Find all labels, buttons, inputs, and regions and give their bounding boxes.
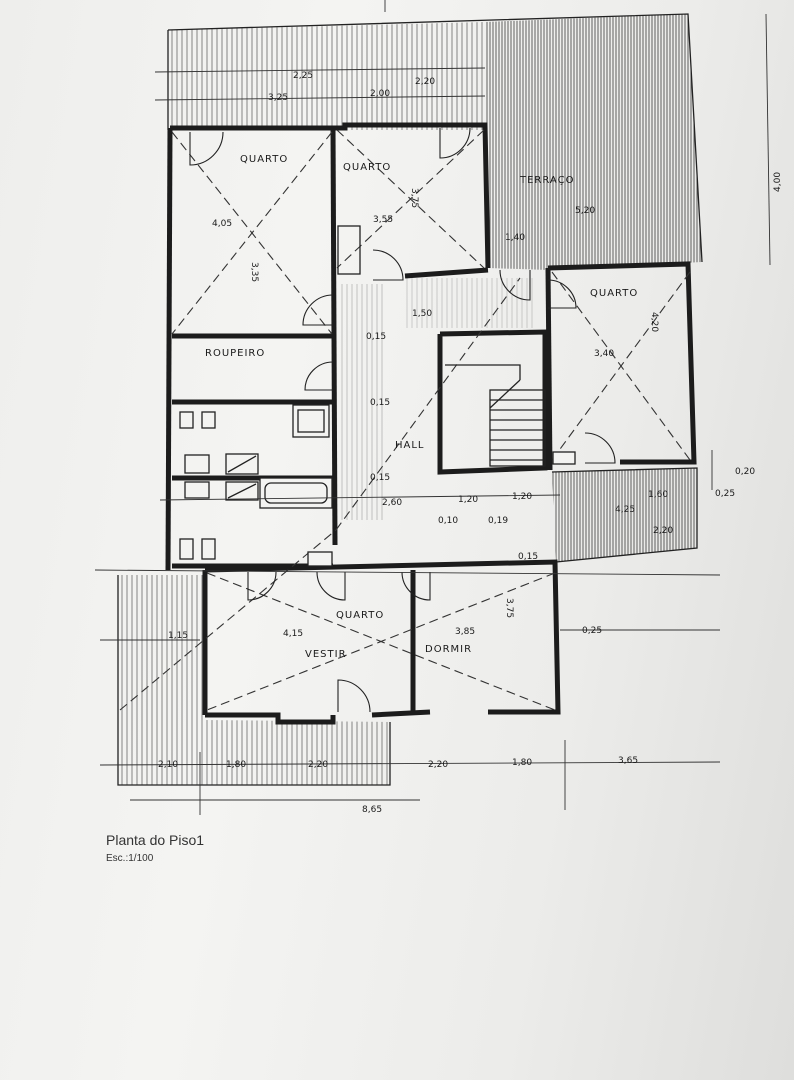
dim-value: 3,25: [268, 93, 288, 103]
dim-value: 4,15: [283, 629, 303, 639]
room-label-terraco: TERRAÇO: [519, 175, 574, 186]
dim-value: 1,50: [412, 309, 432, 319]
dim-value: 0,20: [735, 467, 755, 477]
dim-value: 0,25: [582, 626, 602, 636]
dim-value: 3,75: [504, 598, 514, 618]
dim-value: 2,60: [382, 498, 402, 508]
room-labels: QUARTO QUARTO TERRAÇO QUARTO ROUPEIRO HA…: [205, 154, 638, 660]
dim-value: 3,75: [409, 188, 419, 208]
dim-value: 1,60: [648, 490, 668, 500]
dim-value: 0,15: [370, 398, 390, 408]
dim-value: 4,00: [773, 172, 783, 192]
dim-value: 3,65: [618, 756, 638, 766]
bathroom-fixtures: [179, 404, 576, 567]
dim-value: 3,35: [249, 262, 259, 282]
dim-value: 0,15: [518, 552, 538, 562]
dim-value: 2,20: [415, 77, 435, 87]
plan-scale: Esc.:1/100: [106, 853, 154, 864]
walls: [165, 122, 697, 725]
dim-value: 2,10: [158, 760, 178, 770]
dim-value: 2,20: [653, 526, 673, 536]
dim-value: 0,15: [366, 332, 386, 342]
stairs: [445, 364, 546, 467]
room-label-hall: HALL: [395, 440, 425, 451]
room-label-quarto-nw: QUARTO: [240, 154, 288, 165]
dimension-values: 2,25 3,25 2,00 2,20 4,00 4,05 3,35 3,55 …: [158, 71, 783, 815]
dimension-lines: [94, 0, 771, 815]
dim-value: 1,80: [512, 758, 532, 768]
room-label-roupeiro: ROUPEIRO: [205, 348, 265, 359]
room-label-quarto-n: QUARTO: [343, 162, 391, 173]
dim-value: 2,20: [308, 760, 328, 770]
dim-value: 0,15: [370, 473, 390, 483]
dim-value: 2,20: [428, 760, 448, 770]
dim-value: 5,20: [575, 206, 595, 216]
room-diagonals: [119, 129, 691, 711]
dim-value: 1,80: [226, 760, 246, 770]
dim-value: 0,19: [488, 516, 508, 526]
room-label-quarto-s: QUARTO: [336, 610, 384, 621]
hall-corridor: [338, 278, 535, 520]
room-label-vestir: VESTIR: [305, 649, 347, 660]
dim-value: 0,25: [715, 489, 735, 499]
dim-value: 4,05: [212, 219, 232, 229]
terrace-south: [117, 575, 391, 786]
dim-value: 3,55: [373, 215, 393, 225]
dim-value: 1,15: [168, 631, 188, 641]
dim-value: 2,00: [370, 89, 390, 99]
dim-value: 2,25: [293, 71, 313, 81]
dim-value: 1,20: [458, 495, 478, 505]
room-label-quarto-e: QUARTO: [590, 288, 638, 299]
dim-value: 0,10: [438, 516, 458, 526]
dim-value: 4,20: [649, 312, 659, 332]
room-label-dormir: DORMIR: [425, 644, 472, 655]
dim-value: 3,40: [594, 349, 614, 359]
plan-title: Planta do Piso1: [106, 832, 205, 848]
terrace-north: [167, 13, 703, 270]
dim-value: 4,25: [615, 505, 635, 515]
terrace-east: [551, 467, 698, 563]
dim-value: 1,40: [505, 233, 525, 243]
dim-value: 8,65: [362, 805, 382, 815]
dim-value: 1,20: [512, 492, 532, 502]
dim-value: 3,85: [455, 627, 475, 637]
